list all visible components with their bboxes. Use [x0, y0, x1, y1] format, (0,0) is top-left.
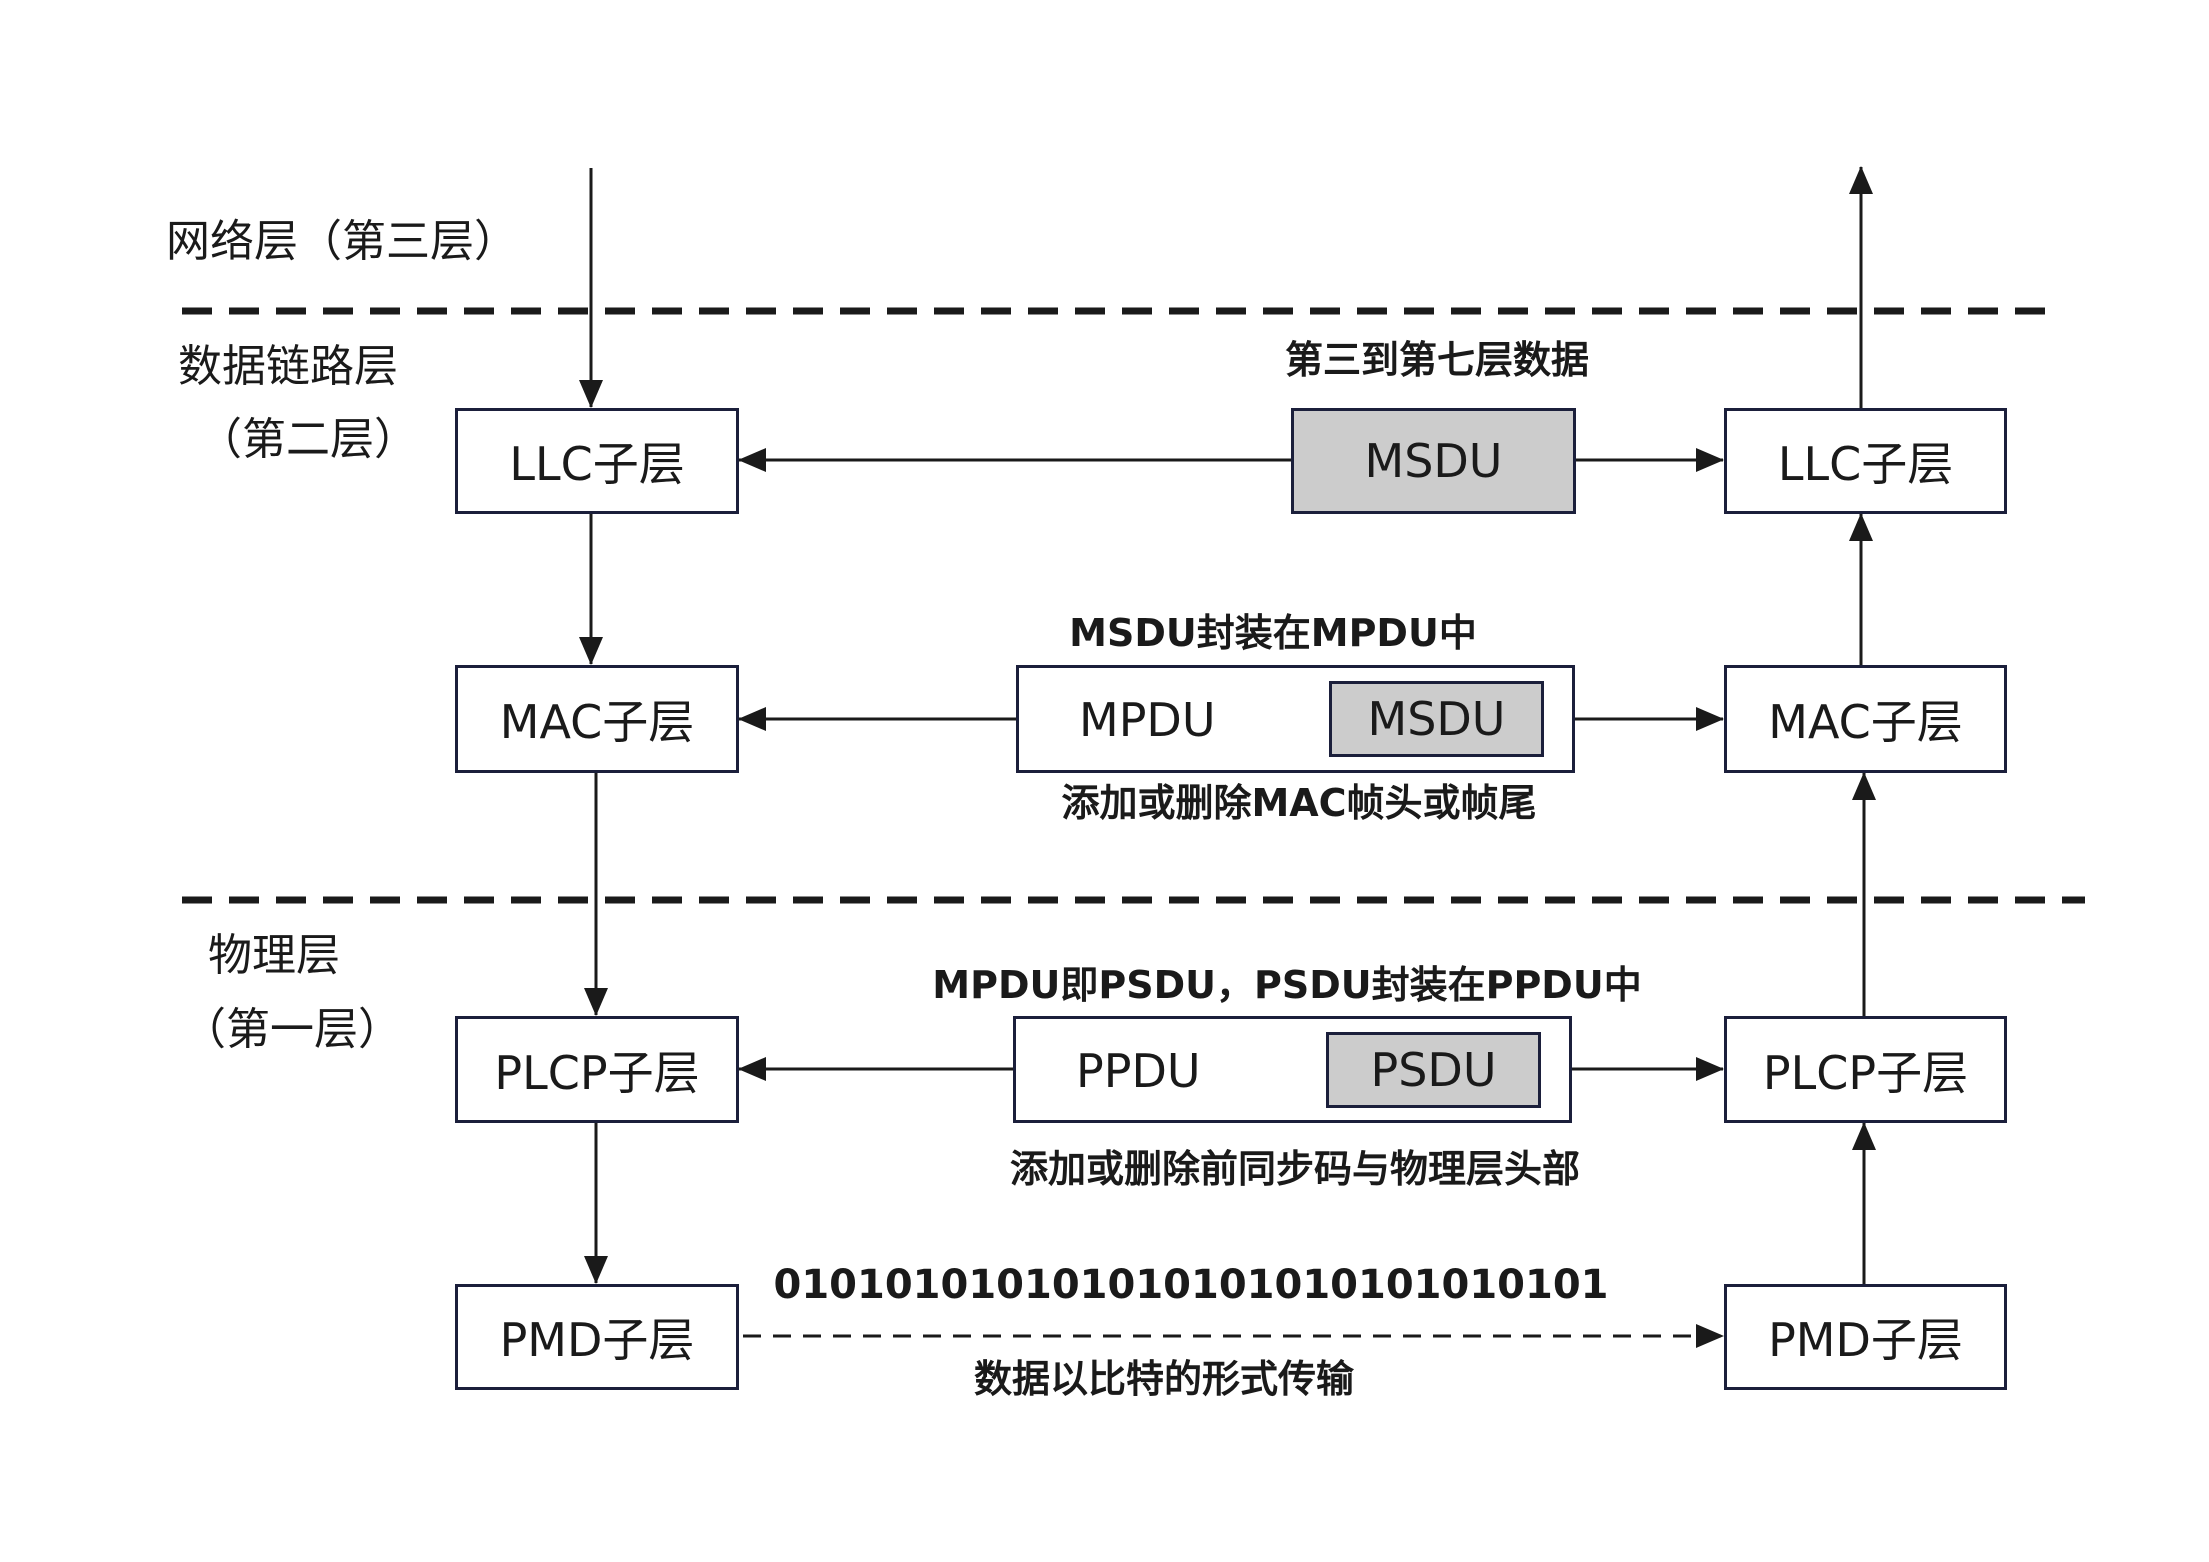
llc-sublayer-left: LLC子层 [455, 408, 739, 514]
mpdu-frame: MPDU MSDU [1016, 665, 1575, 773]
plcp-sublayer-right: PLCP子层 [1724, 1016, 2007, 1123]
mpdu-label: MPDU [1079, 693, 1216, 747]
bit-stream: 010101010101010101010101010101 [773, 1262, 1609, 1308]
mpdu-msdu-payload: MSDU [1329, 681, 1544, 757]
note-mac-header: 添加或删除MAC帧头或帧尾 [1061, 781, 1537, 825]
note-mpdu-encapsulation: MSDU封装在MPDU中 [1069, 611, 1477, 655]
ppdu-label: PPDU [1076, 1044, 1201, 1098]
note-bit-transmission: 数据以比特的形式传输 [973, 1357, 1355, 1401]
plcp-sublayer-left: PLCP子层 [455, 1016, 739, 1123]
layer-label-physical: 物理层 [208, 930, 340, 981]
note-phy-header: 添加或删除前同步码与物理层头部 [1009, 1147, 1581, 1191]
msdu-frame: MSDU [1291, 408, 1576, 514]
pmd-sublayer-right: PMD子层 [1724, 1284, 2007, 1390]
layer-label-network: 网络层（第三层） [166, 216, 518, 267]
layer-label-datalink-number: （第二层） [198, 414, 418, 465]
pmd-sublayer-left: PMD子层 [455, 1284, 739, 1390]
llc-sublayer-right: LLC子层 [1724, 408, 2007, 514]
layer-label-physical-number: （第一层） [182, 1004, 402, 1055]
mac-sublayer-left: MAC子层 [455, 665, 739, 773]
layer-label-datalink: 数据链路层 [178, 341, 398, 392]
ppdu-frame: PPDU PSDU [1013, 1016, 1572, 1123]
note-ppdu-encapsulation: MPDU即PSDU，PSDU封装在PPDU中 [932, 963, 1642, 1007]
mac-sublayer-right: MAC子层 [1724, 665, 2007, 773]
ppdu-psdu-payload: PSDU [1326, 1032, 1541, 1108]
note-msdu-layers: 第三到第七层数据 [1284, 338, 1590, 382]
